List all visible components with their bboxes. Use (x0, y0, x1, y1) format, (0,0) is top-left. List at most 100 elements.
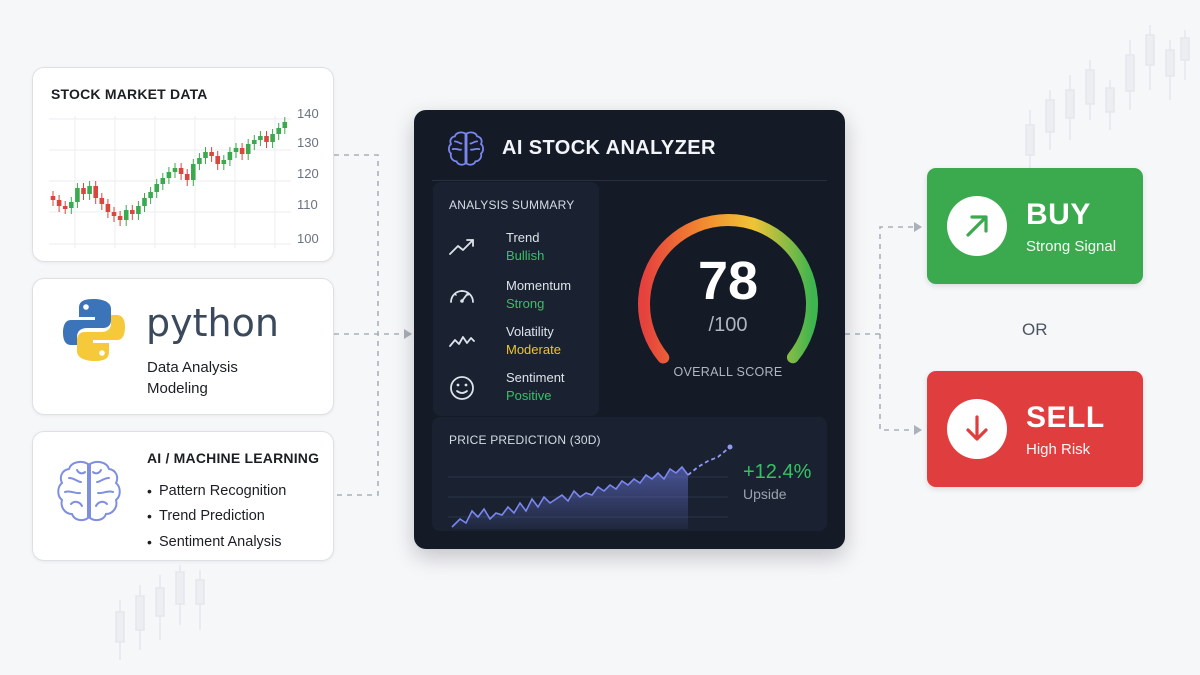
prediction-title: PRICE PREDICTION (30D) (449, 433, 601, 447)
python-card: python Data Analysis Modeling (32, 278, 334, 415)
python-logo-icon (63, 299, 125, 361)
arrow-up-right-icon (966, 215, 988, 237)
ai-card-title: AI / MACHINE LEARNING (147, 450, 320, 466)
metric-label: Sentiment (506, 370, 565, 385)
candle-body (245, 144, 251, 154)
candle-body (270, 134, 275, 142)
y-axis-label: 100 (297, 231, 319, 246)
ai-stock-analyzer-panel: AI STOCK ANALYZER ANALYSIS SUMMARY Trend… (414, 110, 845, 549)
brain-icon (57, 460, 121, 522)
candle-body (227, 152, 233, 160)
summary-title: ANALYSIS SUMMARY (449, 198, 575, 212)
candlestick-chart (49, 116, 291, 248)
ai-machine-learning-card: AI / MACHINE LEARNING •Pattern Recogniti… (32, 431, 334, 561)
or-label: OR (1022, 320, 1048, 339)
python-line: Data Analysis (147, 359, 238, 376)
candle-body (282, 122, 288, 128)
smiley-icon (450, 376, 474, 400)
candle-body (111, 212, 117, 216)
candle-body (184, 174, 190, 180)
candle-body (276, 128, 281, 134)
prediction-change: +12.4% (743, 461, 812, 483)
score-max: /100 (708, 314, 748, 336)
candle-body (148, 192, 153, 198)
metric-sentiment: Sentiment Positive (447, 368, 597, 408)
candle-body (50, 196, 56, 200)
candle-body (258, 136, 263, 140)
metric-trend: Trend Bullish (447, 228, 597, 268)
buy-icon-circle (947, 196, 1007, 256)
candle-body (203, 152, 208, 158)
candle-body (93, 186, 98, 198)
candle-body (130, 210, 135, 214)
candle-body (209, 152, 214, 156)
metric-volatility: Volatility Moderate (447, 322, 597, 362)
market-card-title: STOCK MARKET DATA (51, 86, 208, 102)
buy-label: BUY (1026, 198, 1091, 231)
sell-icon-circle (947, 399, 1007, 459)
metric-value: Bullish (506, 248, 545, 263)
stock-market-data-card: STOCK MARKET DATA 140 130 120 110 100 (32, 67, 334, 262)
candle-body (81, 188, 86, 194)
buy-signal-card: BUY Strong Signal (927, 168, 1143, 284)
python-description: Data Analysis Modeling (147, 357, 238, 399)
candle-body (233, 148, 239, 152)
candle-body (117, 216, 123, 220)
candle-body (56, 200, 62, 206)
analysis-summary: ANALYSIS SUMMARY Trend Bullish Momentum … (433, 182, 599, 416)
list-item: •Pattern Recognition (147, 482, 287, 499)
candle-body (221, 160, 227, 164)
panel-title: AI STOCK ANALYZER (502, 136, 716, 159)
metric-value: Strong (506, 296, 545, 311)
sell-subtitle: High Risk (1026, 441, 1091, 458)
price-prediction: PRICE PREDICTION (30D) +12.4% Upside (432, 417, 827, 531)
metric-label: Volatility (506, 324, 554, 339)
metric-momentum: Momentum Strong (447, 276, 597, 316)
candle-body (178, 168, 184, 174)
candle-body (105, 204, 111, 212)
candle-body (172, 168, 178, 172)
candle-body (264, 136, 269, 142)
candle-body (87, 186, 92, 194)
metric-value: Positive (506, 388, 552, 403)
candle-body (123, 210, 129, 220)
metric-label: Momentum (506, 278, 572, 293)
candle-body (252, 140, 257, 144)
candle-body (69, 202, 74, 208)
candle-body (191, 164, 196, 180)
speedometer-icon (450, 290, 474, 303)
candle-body (239, 148, 245, 154)
candle-body (62, 206, 68, 209)
volatility-icon (449, 336, 475, 347)
candle-body (99, 198, 105, 204)
candle-body (160, 178, 166, 184)
list-item: •Trend Prediction (147, 508, 265, 525)
gauge-fill (638, 214, 818, 364)
sell-signal-card: SELL High Risk (927, 371, 1143, 487)
overall-score-gauge: 78 /100 OVERALL SCORE (626, 202, 830, 392)
candle-body (136, 206, 141, 214)
candle-body (75, 188, 80, 202)
y-axis-label: 110 (297, 197, 318, 212)
arrow-down-icon (966, 415, 988, 441)
ai-capability-list: •Pattern Recognition •Trend Prediction •… (147, 478, 286, 555)
score-gauge-arc (638, 214, 818, 364)
candle-body (197, 158, 202, 164)
sell-label: SELL (1026, 401, 1105, 434)
score-value: 78 (697, 251, 759, 311)
metric-value: Moderate (506, 342, 561, 357)
list-item: •Sentiment Analysis (147, 533, 282, 550)
candle-body (166, 172, 172, 178)
prediction-change-label: Upside (743, 486, 787, 502)
divider (432, 180, 827, 181)
y-axis-label: 140 (297, 106, 319, 121)
candle-body (154, 184, 159, 192)
buy-subtitle: Strong Signal (1026, 238, 1117, 255)
score-caption: OVERALL SCORE (673, 365, 783, 379)
trend-up-icon (449, 239, 474, 255)
python-logo-text: python (146, 301, 279, 345)
prediction-chart (448, 444, 733, 529)
metric-label: Trend (506, 230, 540, 245)
y-axis-label: 130 (297, 135, 319, 150)
brain-icon (448, 131, 484, 166)
